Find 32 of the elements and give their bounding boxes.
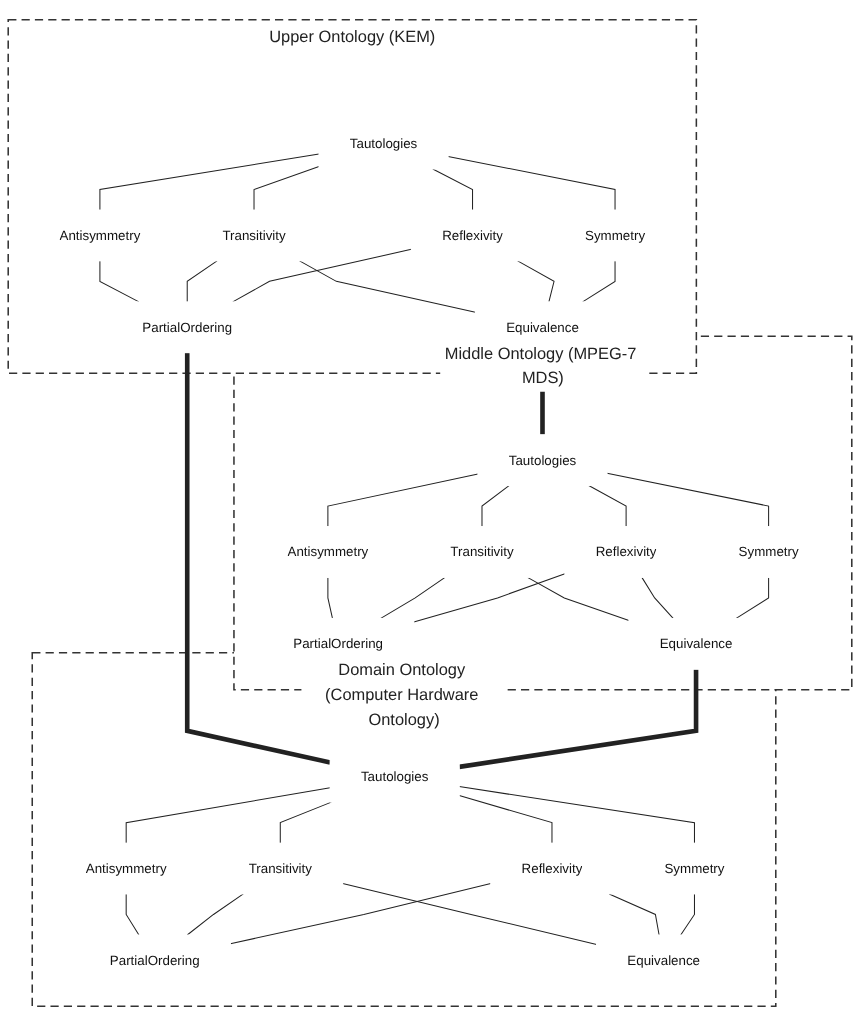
connector	[432, 168, 474, 211]
connector	[606, 472, 770, 528]
connector	[680, 893, 695, 936]
connector	[229, 882, 492, 945]
connector	[125, 893, 140, 936]
connector	[279, 801, 332, 844]
connector	[299, 260, 476, 313]
connector	[232, 248, 412, 303]
connector	[582, 260, 616, 303]
connector	[99, 153, 320, 211]
connector	[517, 260, 555, 303]
connector	[641, 576, 674, 619]
connector	[186, 260, 218, 303]
connector	[527, 576, 630, 621]
connector	[184, 352, 331, 765]
connector	[458, 795, 553, 844]
connector	[125, 787, 331, 844]
connector	[186, 893, 244, 936]
connector	[327, 576, 333, 619]
connector	[481, 485, 510, 528]
connector	[253, 165, 320, 211]
connector	[447, 155, 616, 211]
connector	[735, 576, 770, 619]
connector	[458, 786, 695, 844]
connector	[327, 473, 479, 528]
connector	[342, 883, 598, 945]
connector	[380, 576, 446, 619]
connector	[99, 260, 140, 303]
connector	[588, 485, 627, 528]
connector	[608, 893, 660, 936]
connector	[413, 573, 566, 623]
connector	[458, 669, 699, 770]
